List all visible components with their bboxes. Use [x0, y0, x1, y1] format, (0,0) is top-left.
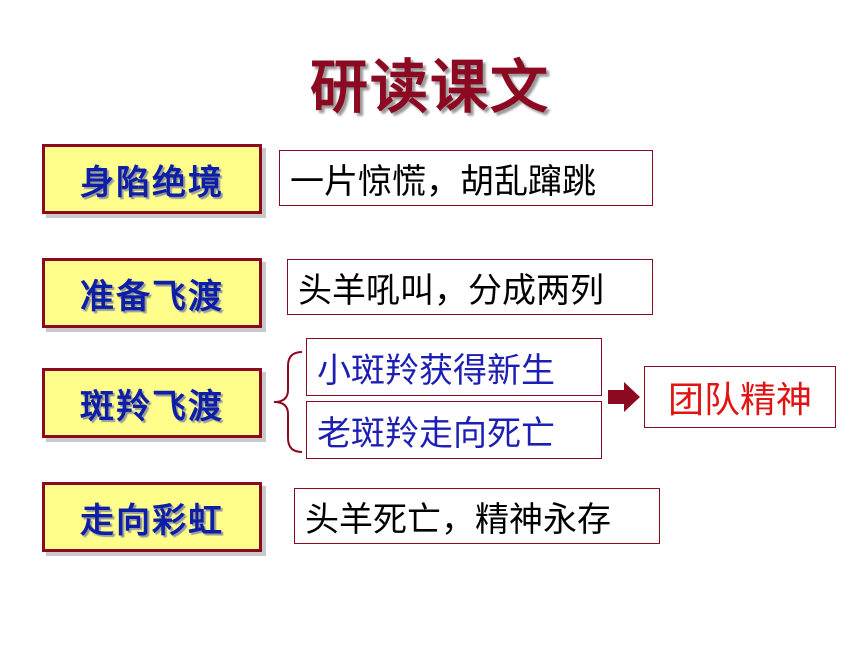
- description-box-4: 头羊死亡，精神永存: [294, 488, 660, 544]
- description-box-1: 一片惊慌，胡乱蹿跳: [279, 150, 653, 206]
- right-block-arrow-icon: [608, 382, 640, 412]
- stage-box-2: 准备飞渡: [42, 258, 262, 328]
- branch-box-survive: 小斑羚获得新生: [306, 338, 602, 396]
- description-box-2: 头羊吼叫，分成两列: [287, 259, 653, 315]
- page-title: 研读课文: [309, 53, 550, 121]
- stage-box-3: 斑羚飞渡: [42, 368, 262, 438]
- branch-box-sacrifice: 老斑羚走向死亡: [306, 401, 602, 459]
- result-box-team-spirit: 团队精神: [644, 366, 836, 428]
- stage-box-4: 走向彩虹: [42, 482, 262, 552]
- left-curly-brace-icon: [273, 351, 303, 453]
- stage-box-1: 身陷绝境: [42, 144, 262, 214]
